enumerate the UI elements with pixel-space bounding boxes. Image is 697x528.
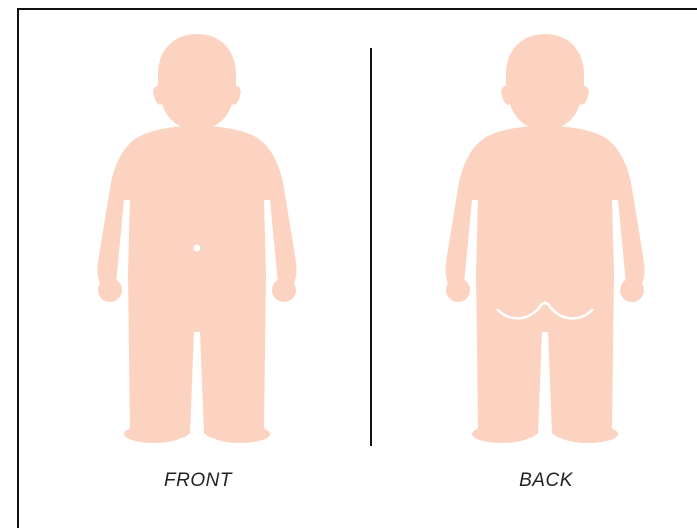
right-leg (202, 302, 263, 438)
right-hand (620, 278, 644, 302)
center-divider-line (370, 48, 372, 446)
right-foot (210, 425, 270, 443)
back-body-illustration (430, 32, 660, 444)
back-body-figure (430, 32, 660, 444)
right-hand (272, 278, 296, 302)
back-label: BACK (466, 470, 626, 492)
front-body-illustration (82, 32, 312, 444)
left-foot (124, 425, 184, 443)
front-label: FRONT (118, 470, 278, 492)
left-foot (472, 425, 532, 443)
left-leg (479, 302, 540, 438)
head-shape (501, 34, 589, 130)
left-hand (98, 278, 122, 302)
navel-mark (194, 245, 201, 252)
left-hand (446, 278, 470, 302)
head-shape (153, 34, 241, 130)
right-leg (550, 302, 611, 438)
right-foot (558, 425, 618, 443)
front-body-figure (82, 32, 312, 444)
left-leg (131, 302, 192, 438)
